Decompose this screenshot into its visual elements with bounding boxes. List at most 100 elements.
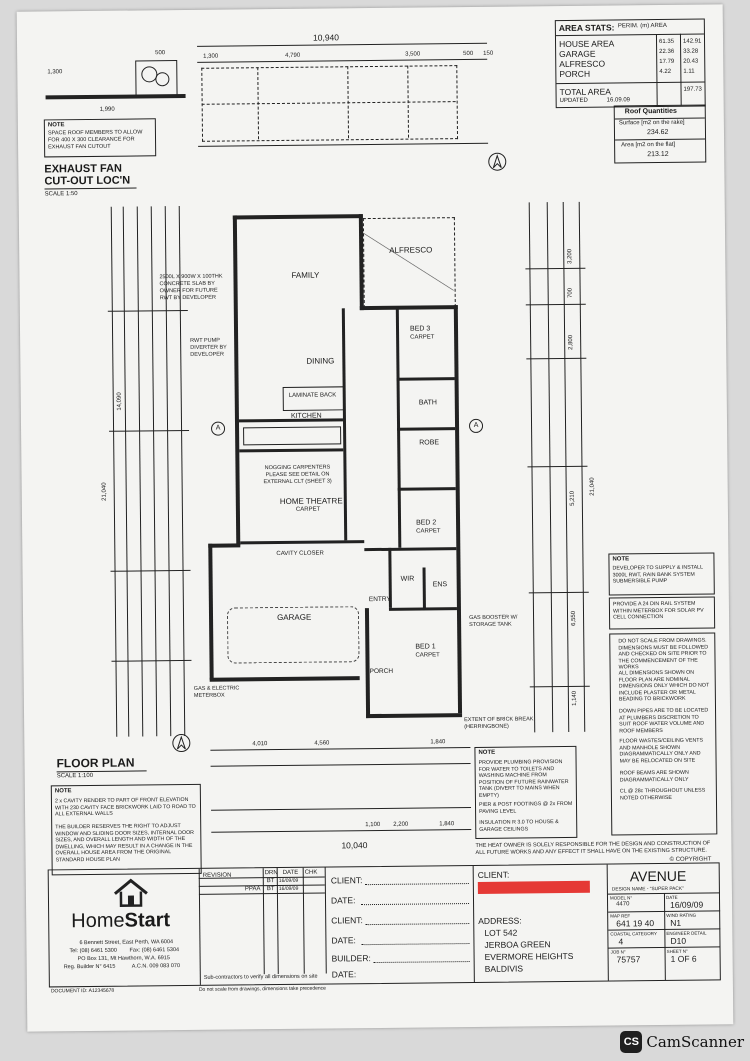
company-name-home: Home bbox=[71, 909, 125, 933]
dim-right-6: 1,140 bbox=[571, 690, 578, 706]
roof-title: Roof Quantities bbox=[624, 107, 677, 116]
model-value: 4470 bbox=[616, 901, 630, 908]
area-row-area: 33.28 bbox=[683, 48, 699, 55]
exhaust-note-title: NOTE bbox=[47, 122, 65, 129]
engineer-value: D10 bbox=[670, 935, 687, 946]
notes-right-item: DO NOT SCALE FROM DRAWINGS. DIMENSIONS M… bbox=[618, 637, 709, 671]
exhaust-dim-left: 1,300 bbox=[47, 69, 63, 76]
company-logo-text: HomeStart bbox=[71, 909, 170, 932]
exhaust-dim-top: 500 bbox=[155, 50, 166, 57]
design-block: AVENUE DESIGN NAME - "SUPER PACK" MODEL … bbox=[606, 863, 721, 981]
client-address-line: EVERMORE HEIGHTS bbox=[484, 950, 574, 962]
area-row-label: ALFRESCO bbox=[559, 58, 606, 70]
room-garage: GARAGE bbox=[276, 612, 312, 623]
right-dimensions: 21,040 3,200 700 2,800 5,210 6,550 1,140 bbox=[17, 4, 723, 733]
signature-block: CLIENT: DATE: CLIENT: DATE: BUILDER: DAT… bbox=[325, 866, 474, 979]
area-row-area: 142.91 bbox=[682, 38, 702, 45]
dim-overall-left: 21,040 bbox=[101, 482, 108, 501]
floor-plan-scale: SCALE 1:100 bbox=[56, 772, 94, 780]
room-kitchen: KITCHEN bbox=[290, 412, 322, 420]
sig-builder: BUILDER: bbox=[331, 953, 371, 964]
mapref-value: 641 19 40 bbox=[616, 918, 655, 929]
area-updated-value: 16.09.09 bbox=[606, 97, 631, 104]
camscanner-logo-icon: CS bbox=[620, 1031, 643, 1053]
notes-right-item: FLOOR WASTES/CEILING VENTS AND MANHOLE S… bbox=[619, 737, 704, 764]
dim-right-3: 2,800 bbox=[568, 334, 575, 350]
dim-overall-top: 10,940 bbox=[312, 32, 340, 43]
area-total-label: TOTAL AREA bbox=[559, 86, 611, 98]
exhaust-title-1: EXHAUST FAN bbox=[44, 162, 123, 176]
sig-client-1: CLIENT: bbox=[330, 875, 363, 886]
sig-date-3: DATE: bbox=[331, 969, 357, 980]
dim-bottom-6: 1,840 bbox=[439, 821, 455, 828]
area-row-perim: 61.35 bbox=[658, 38, 675, 45]
notes-mid: NOTE PROVIDE PLUMBING PROVISION FOR WATE… bbox=[474, 745, 578, 839]
client-address-line: JERBOA GREEN bbox=[484, 939, 551, 950]
revision-subcontractors: Sub-contractors to verify all dimensions… bbox=[203, 973, 318, 981]
roof-surface-label: Surface [m2 on the rake] bbox=[618, 119, 685, 127]
notes-right-item: CL @ 28c THROUGHOUT UNLESS NOTED OTHERWI… bbox=[619, 787, 706, 801]
section-marker-left: A bbox=[210, 421, 226, 436]
annot-extent: EXTENT OF BRICK BREAK (HERRINGBONE) bbox=[464, 716, 534, 731]
client-label: CLIENT: bbox=[477, 869, 510, 880]
area-row-perim: 17.79 bbox=[659, 58, 675, 65]
room-cavity-closer: CAVITY CLOSER bbox=[276, 550, 324, 558]
client-address-line: LOT 542 bbox=[484, 927, 518, 938]
notes-right-box2-text: PROVIDE A 24 DIN RAIL SYSTEM WITHIN METE… bbox=[612, 600, 704, 621]
dim-left-sub: 14,090 bbox=[116, 392, 123, 411]
north-arrow-icon bbox=[172, 733, 191, 753]
area-updated-label: UPDATED bbox=[559, 97, 588, 105]
room-home-theatre: HOME THEATRE bbox=[279, 496, 343, 506]
exhaust-note-text: SPACE ROOF MEMBERS TO ALLOW FOR 400 X 30… bbox=[47, 129, 143, 151]
dim-bottom-4: 1,100 bbox=[365, 821, 381, 829]
dim-bottom-1: 4,010 bbox=[252, 741, 268, 748]
client-block: CLIENT: ADDRESS: LOT 542 JERBOA GREEN EV… bbox=[472, 864, 609, 982]
annot-rwt-pump: RWT PUMP DIVERTER BY DEVELOPER bbox=[190, 337, 227, 358]
area-stats-table: AREA STATS: PERIM. (m) AREA HOUSE AREA 6… bbox=[554, 18, 706, 109]
exhaust-dim-bottom: 1,990 bbox=[99, 106, 115, 113]
dim-right-4: 5,210 bbox=[569, 490, 576, 506]
notes-right-box2: PROVIDE A 24 DIN RAIL SYSTEM WITHIN METE… bbox=[608, 596, 716, 630]
notes-right-box1-text: DEVELOPER TO SUPPLY & INSTALL 3000L RWT,… bbox=[612, 564, 703, 585]
roof-surface-value: 234.62 bbox=[646, 128, 669, 137]
area-stats-title: AREA STATS: bbox=[558, 22, 615, 34]
notes-right-box1: NOTE DEVELOPER TO SUPPLY & INSTALL 3000L… bbox=[608, 552, 715, 596]
coastal-value: 4 bbox=[618, 936, 624, 947]
room-robe: ROBE bbox=[419, 439, 440, 447]
annot-gas-booster: GAS BOOSTER W/ STORAGE TANK bbox=[469, 614, 518, 629]
area-total-value: 197.73 bbox=[683, 86, 702, 93]
dim-top-2: 4,790 bbox=[285, 52, 301, 59]
area-stats-rows: HOUSE AREA 61.35 142.91 GARAGE 22.36 33.… bbox=[556, 20, 704, 79]
area-row-perim: 22.36 bbox=[659, 48, 675, 55]
sig-date-2: DATE: bbox=[331, 935, 356, 946]
area-row-area: 20.43 bbox=[683, 58, 699, 65]
sig-client-2: CLIENT: bbox=[331, 915, 363, 926]
client-address-line: BALDIVIS bbox=[484, 963, 524, 974]
room-ens: ENS bbox=[432, 581, 448, 589]
floor-plan: FAMILY ALFRESCO DINING LAMINATE BACK KIT… bbox=[17, 4, 723, 753]
date-value: 16/09/09 bbox=[670, 899, 704, 910]
revision-block: REVISION DRN DATE CHK BT 16/09/09 PPAA B… bbox=[198, 867, 327, 975]
notes-mid-title: NOTE bbox=[478, 749, 496, 756]
homestart-house-icon bbox=[111, 877, 151, 912]
room-bed3-carpet: CARPET bbox=[410, 334, 435, 341]
disclaimer: THE HEAT OWNER IS SOLELY RESPONSIBLE FOR… bbox=[475, 840, 711, 856]
revision-note: Do not scale from drawings, dimensions t… bbox=[198, 985, 326, 993]
exhaust-detail: 500 1,300 1,990 NOTE SPACE ROOF MEMBERS … bbox=[17, 4, 723, 197]
dim-overall-right: 21,040 bbox=[589, 477, 596, 496]
notes-mid-text1: PROVIDE PLUMBING PROVISION FOR WATER TO … bbox=[478, 759, 569, 799]
annot-nogging: NOGGING CARPENTERS PLEASE SEE DETAIL ON … bbox=[263, 464, 332, 486]
area-row-label: GARAGE bbox=[559, 48, 596, 60]
client-address-label: ADDRESS: bbox=[478, 915, 522, 926]
job-value: 75757 bbox=[616, 954, 641, 965]
room-bath: BATH bbox=[418, 399, 437, 407]
room-wir: WIR bbox=[400, 575, 415, 583]
roof-quantities: Roof Quantities Surface [m2 on the rake]… bbox=[613, 104, 707, 164]
title-block: HomeStart 6 Bennett Street, East Perth, … bbox=[47, 862, 721, 988]
bottom-dimensions: 4,010 4,560 1,840 1,100 2,200 1,840 10,0… bbox=[17, 4, 723, 850]
notes-mid-text2: PIER & POST FOOTINGS @ 2x FROM PAVING LE… bbox=[478, 800, 573, 815]
exhaust-scale: SCALE 1:50 bbox=[44, 191, 78, 198]
notes-left: NOTE 2 x CAVITY RENDER TO PART OF FRONT … bbox=[50, 783, 202, 876]
area-row-perim: 4.22 bbox=[659, 68, 672, 75]
company-builder-reg: Reg. Builder N° 6415 bbox=[63, 963, 116, 971]
